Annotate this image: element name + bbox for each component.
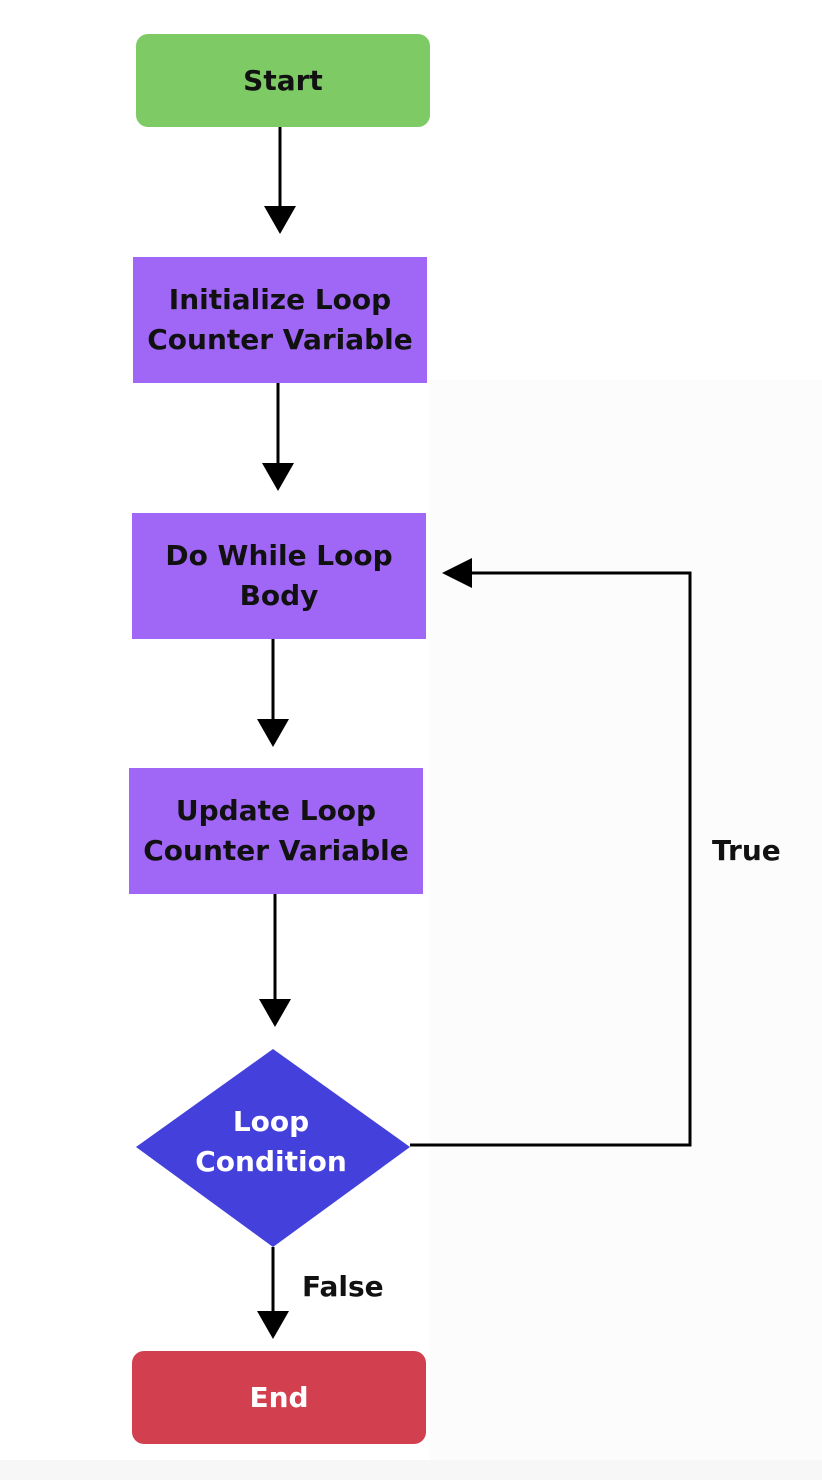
- edge-true-loop: [410, 571, 692, 1147]
- arrowhead-left-icon: [442, 558, 472, 588]
- arrowhead-down-icon: [262, 463, 294, 491]
- condition-node-label: Loop Condition: [195, 1105, 347, 1178]
- false-edge-label: False: [302, 1270, 384, 1303]
- arrowhead-down-icon: [257, 1311, 289, 1339]
- start-node-label: Start: [243, 63, 323, 97]
- condition-node-shape: [136, 1049, 410, 1247]
- true-edge-label: True: [712, 834, 781, 867]
- background-panel: [430, 380, 822, 1480]
- arrowhead-down-icon: [259, 999, 291, 1027]
- start-node-shape: [136, 34, 430, 127]
- init-node-shape: [133, 257, 427, 383]
- init-node-label: Initialize Loop Counter Variable: [147, 283, 413, 356]
- end-node-label: End: [249, 1380, 309, 1414]
- body-node-label: Do While Loop Body: [165, 539, 393, 612]
- arrowhead-down-icon: [264, 206, 296, 234]
- arrowhead-down-icon: [257, 719, 289, 747]
- update-node-label: Update Loop Counter Variable: [143, 794, 409, 867]
- background-strip: [0, 1460, 822, 1480]
- end-node-shape: [132, 1351, 426, 1444]
- update-node-shape: [129, 768, 423, 894]
- body-node-shape: [132, 513, 426, 639]
